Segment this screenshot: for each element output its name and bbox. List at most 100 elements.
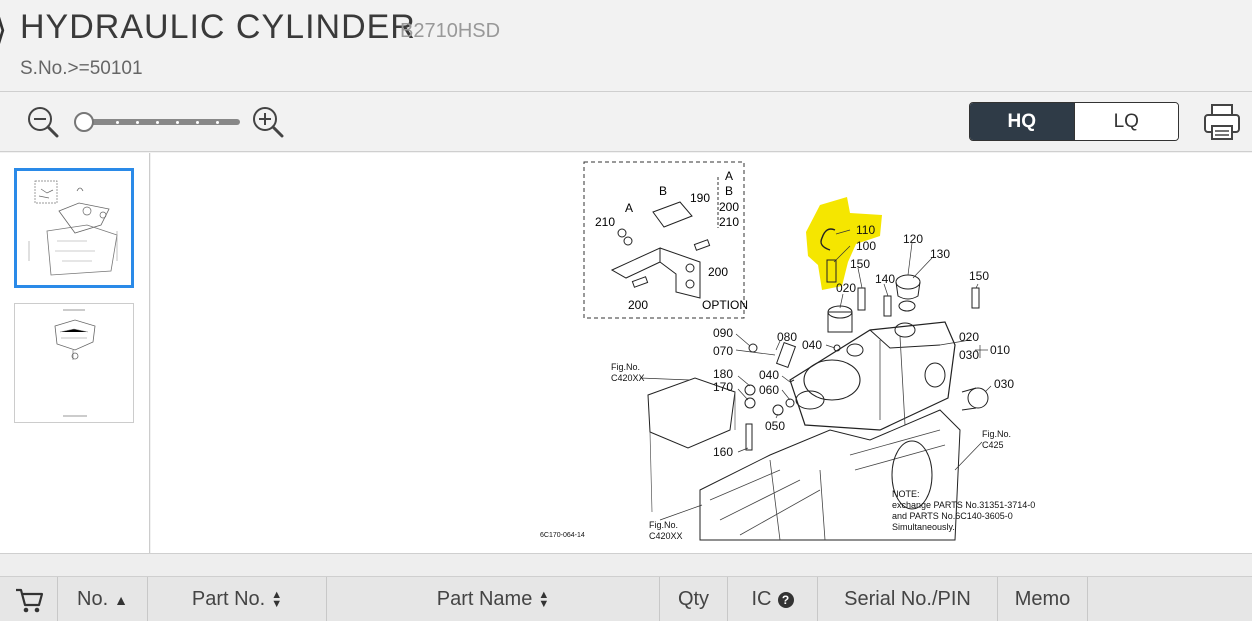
slider-tick (116, 121, 119, 124)
lq-button[interactable]: LQ (1073, 103, 1178, 140)
quality-toggle: HQ LQ (969, 102, 1179, 141)
gasket-b (652, 201, 693, 228)
thumbnail-diagram-1 (28, 180, 118, 276)
column-cart[interactable] (0, 577, 58, 621)
highlighted-part-110[interactable] (806, 197, 882, 290)
thumbnail-panel (0, 153, 150, 553)
opt-legend-210: 210 (719, 215, 739, 229)
zoom-out-button[interactable] (26, 105, 60, 139)
sort-icon: ▲▼ (271, 588, 283, 610)
opt-callout-200a: 200 (708, 265, 728, 279)
callout-130[interactable]: 130 (930, 247, 950, 261)
callout-020b[interactable]: 020 (959, 330, 979, 344)
column-part-no-label: Part No. (191, 588, 266, 610)
column-part-no[interactable]: Part No. ▲▼ (148, 577, 327, 621)
option-label: OPTION (702, 298, 748, 312)
opt-legend-a: A (725, 169, 733, 183)
slider-tick (196, 121, 199, 124)
callout-090[interactable]: 090 (713, 326, 733, 340)
diagram-viewer[interactable]: B A 190 210 200 200 A B 200 210 OPTION (151, 153, 1252, 553)
callout-040a[interactable]: 040 (802, 338, 822, 352)
serial-range: S.No.>=50101 (20, 58, 143, 79)
callout-080[interactable]: 080 (777, 330, 797, 344)
slider-tick (216, 121, 219, 124)
column-part-name-label: Part Name (436, 588, 533, 610)
column-ic-label: IC (751, 588, 772, 610)
page-title: HYDRAULIC CYLINDER (20, 8, 416, 46)
column-ic[interactable]: IC ? (728, 577, 818, 621)
help-icon[interactable]: ? (777, 591, 794, 608)
parts-table-header: No. ▲ Part No. ▲▼ Part Name ▲▼ Qty IC ? … (0, 576, 1252, 621)
fig-ref-3-line2[interactable]: C420XX (649, 531, 683, 541)
hq-button[interactable]: HQ (970, 103, 1074, 140)
callout-110[interactable]: 110 (856, 223, 875, 237)
fig-ref-2-line2[interactable]: C425 (982, 440, 1004, 450)
zoom-slider-track (82, 119, 240, 125)
column-no-label: No. (77, 588, 109, 610)
opt-callout-190: 190 (690, 191, 710, 205)
column-serial-pin[interactable]: Serial No./PIN (818, 577, 998, 621)
opt-callout-210: 210 (595, 215, 615, 229)
zoom-out-icon (28, 107, 59, 138)
fig-ref-3-line1: Fig.No. (649, 520, 678, 530)
callout-150b[interactable]: 150 (969, 269, 989, 283)
model-label: B2710HSD (400, 20, 501, 42)
note-title: NOTE: (892, 489, 920, 499)
slider-tick (136, 121, 139, 124)
column-part-name[interactable]: Part Name ▲▼ (327, 577, 660, 621)
callout-150a[interactable]: 150 (850, 257, 870, 271)
back-button[interactable]: ⟩ (0, 10, 7, 50)
column-memo-label: Memo (1014, 588, 1071, 610)
column-memo[interactable]: Memo (998, 577, 1088, 621)
opt-callout-a: A (625, 201, 633, 215)
opt-legend-b: B (725, 184, 733, 198)
print-button[interactable] (1202, 102, 1242, 142)
opt-legend-200: 200 (719, 200, 739, 214)
viewer-toolbar: HQ LQ (0, 93, 1252, 152)
transmission-case (699, 409, 961, 541)
note-line-2: and PARTS No.6C140-3605-0 (892, 511, 1013, 521)
zoom-slider[interactable] (74, 111, 240, 133)
note-line-1: exchange PARTS No.31351-3714-0 (892, 500, 1035, 510)
sort-asc-icon: ▲ (114, 591, 128, 608)
opt-callout-b: B (659, 184, 667, 198)
callout-100[interactable]: 100 (856, 239, 876, 253)
thumbnail-page-2[interactable] (14, 303, 134, 423)
callout-010[interactable]: 010 (990, 343, 1010, 357)
callout-160[interactable]: 160 (713, 445, 733, 459)
cart-icon (15, 588, 43, 612)
callout-170[interactable]: 170 (713, 380, 733, 394)
column-no[interactable]: No. ▲ (58, 577, 148, 621)
column-qty-label: Qty (677, 588, 710, 610)
thumbnail-page-1[interactable] (14, 168, 134, 288)
cylinder-housing (789, 321, 956, 431)
fig-ref-1-line1: Fig.No. (611, 362, 640, 372)
callout-070[interactable]: 070 (713, 344, 733, 358)
opt-callout-200b: 200 (628, 298, 648, 312)
note-line-3: Simultaneously. (892, 522, 955, 532)
callout-180[interactable]: 180 (713, 367, 733, 381)
slider-tick (156, 121, 159, 124)
callout-040b[interactable]: 040 (759, 368, 779, 382)
table-divider (0, 553, 1252, 576)
callout-060[interactable]: 060 (759, 383, 779, 397)
zoom-in-icon (253, 107, 284, 138)
zoom-in-button[interactable] (251, 105, 285, 139)
callout-030a[interactable]: 030 (959, 348, 979, 362)
callout-120[interactable]: 120 (903, 232, 923, 246)
column-serial-label: Serial No./PIN (844, 588, 971, 610)
parts-diagram: B A 190 210 200 200 A B 200 210 OPTION (540, 161, 1035, 541)
zoom-slider-knob[interactable] (74, 112, 94, 132)
callout-030b[interactable]: 030 (994, 377, 1014, 391)
callout-050[interactable]: 050 (765, 419, 785, 433)
fig-ref-1-line2[interactable]: C420XX (611, 373, 645, 383)
option-box (583, 161, 745, 319)
column-spacer (1088, 577, 1252, 621)
callout-140[interactable]: 140 (875, 272, 895, 286)
slider-tick (176, 121, 179, 124)
callout-020a[interactable]: 020 (836, 281, 856, 295)
fig-ref-2-line1: Fig.No. (982, 429, 1011, 439)
column-qty[interactable]: Qty (660, 577, 728, 621)
sort-icon: ▲▼ (538, 588, 550, 610)
thumbnail-diagram-2 (54, 309, 96, 417)
